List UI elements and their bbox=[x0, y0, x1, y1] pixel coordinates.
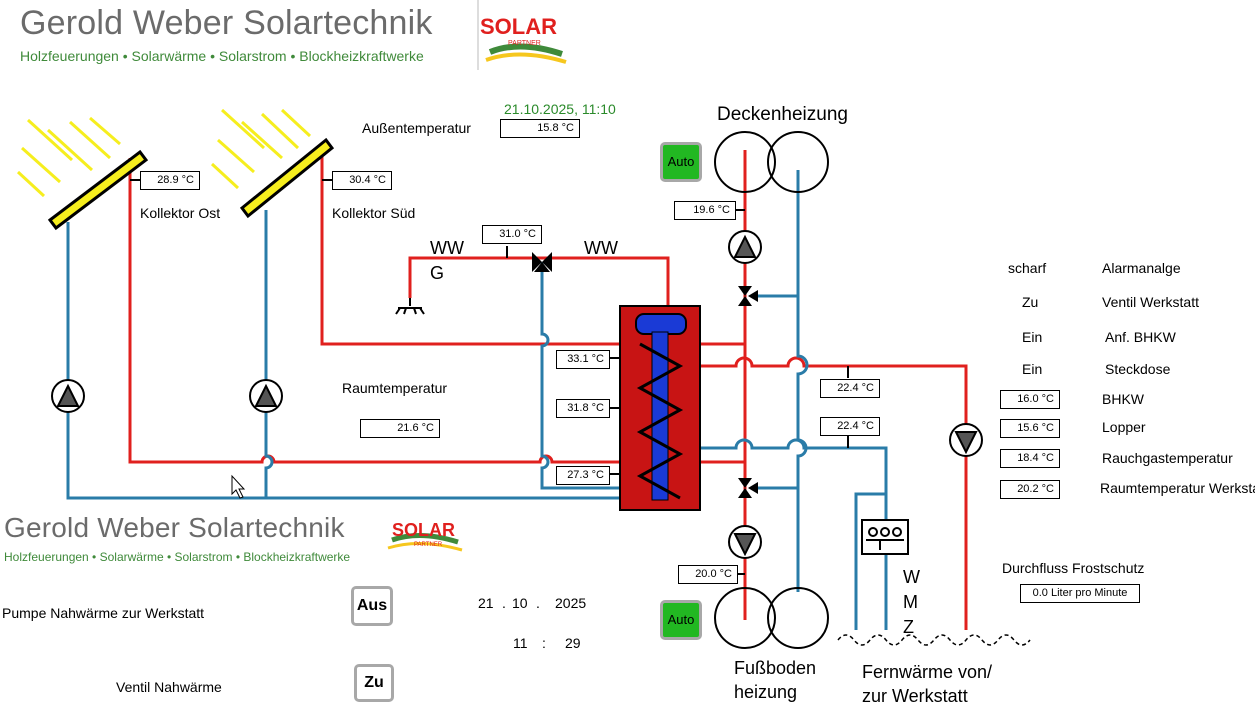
cold-pipe-wmz bbox=[854, 492, 886, 630]
status-state-2: Ein bbox=[1022, 329, 1043, 345]
fernwaerme-label-2: zur Werkstatt bbox=[862, 686, 968, 706]
time-hour: 11 bbox=[513, 635, 528, 651]
fussboden-auto-button[interactable]: Auto bbox=[660, 600, 702, 640]
ww-label: WW bbox=[584, 238, 618, 258]
mixer-valve-icon bbox=[532, 252, 758, 498]
pumpe-label: Pumpe Nahwärme zur Werkstatt bbox=[2, 605, 205, 621]
wmz-z: Z bbox=[903, 617, 914, 637]
wwg-label-g: G bbox=[430, 263, 445, 283]
heat-meter-icon bbox=[861, 519, 909, 555]
hot-pipe-kollektor-sued bbox=[320, 148, 620, 346]
aussentemperatur-label: Außentemperatur bbox=[362, 120, 471, 136]
fussboden-temp: 20.0 °C bbox=[678, 565, 738, 584]
partner-logo-text: PARTNER bbox=[508, 40, 541, 47]
date-year: 2025 bbox=[555, 595, 587, 611]
company-tagline-top: Holzfeuerungen • Solarwärme • Solarstrom… bbox=[20, 48, 424, 64]
durchfluss-value: 0.0 Liter pro Minute bbox=[1020, 584, 1140, 603]
pumpe-toggle-button[interactable]: Aus bbox=[351, 586, 393, 626]
fussboden-label-2: heizung bbox=[734, 682, 798, 702]
deckenheizung-temp: 19.6 °C bbox=[674, 201, 736, 220]
hot-pipe-ww bbox=[408, 256, 670, 306]
fernwaerme-label-1: Fernwärme von/ bbox=[862, 662, 993, 682]
cold-pipe-mixer bbox=[540, 262, 620, 490]
reading-value-2: 18.4 °C bbox=[1000, 449, 1060, 468]
cold-pipe-decken bbox=[796, 170, 809, 592]
fern-temp-2: 22.4 °C bbox=[820, 417, 880, 436]
shower-icon bbox=[395, 298, 425, 315]
kollektor-ost-temp: 28.9 °C bbox=[140, 171, 200, 190]
cold-pipe-kollektor-ost bbox=[66, 222, 620, 500]
partner-logo-text-bottom: PARTNER bbox=[414, 542, 443, 548]
mixer-temp: 31.0 °C bbox=[482, 225, 542, 244]
company-tagline-bottom: Holzfeuerungen • Solarwärme • Solarstrom… bbox=[4, 550, 351, 564]
tank-top-temp: 33.1 °C bbox=[556, 350, 610, 369]
solar-partner-logo-bottom bbox=[387, 532, 463, 552]
kollektor-sued-icon bbox=[239, 137, 335, 219]
date-dot-2: . bbox=[536, 595, 540, 611]
hot-pipe-kollektor-ost bbox=[128, 158, 620, 464]
durchfluss-label: Durchfluss Frostschutz bbox=[1002, 560, 1145, 576]
date-day: 21 bbox=[478, 595, 494, 611]
hot-pipe-tank-right bbox=[700, 356, 968, 426]
time-colon: : bbox=[542, 635, 546, 651]
tank-mid-temp: 31.8 °C bbox=[556, 399, 610, 418]
ground-line bbox=[837, 634, 1031, 646]
date-dot-1: . bbox=[502, 595, 506, 611]
fussboden-label-1: Fußboden bbox=[734, 658, 817, 678]
time-minute: 29 bbox=[565, 635, 581, 651]
deckenheizung-label: Deckenheizung bbox=[717, 104, 848, 125]
reading-label-1: Lopper bbox=[1102, 419, 1146, 435]
deckenheizung-exchanger-icon bbox=[714, 131, 829, 649]
reading-label-3: Raumtemperatur Werkstatt bbox=[1100, 480, 1255, 496]
kollektor-ost-icon bbox=[47, 149, 149, 231]
reading-label-2: Rauchgastemperatur bbox=[1102, 450, 1233, 466]
status-state-3: Ein bbox=[1022, 361, 1043, 377]
wmz-w: W bbox=[903, 567, 920, 587]
pump-icon bbox=[51, 230, 983, 559]
company-name-bottom: Gerold Weber Solartechnik bbox=[4, 512, 345, 543]
status-label-3: Steckdose bbox=[1105, 361, 1171, 377]
cold-pipe-kollektor-sued bbox=[264, 210, 274, 498]
raumtemperatur-value: 21.6 °C bbox=[360, 419, 440, 438]
status-label-2: Anf. BHKW bbox=[1105, 329, 1176, 345]
solar-logo-text-bottom: SOLAR bbox=[392, 520, 455, 540]
sun-rays-icon bbox=[16, 108, 312, 198]
status-label-0: Alarmanalge bbox=[1102, 260, 1181, 276]
decken-auto-button[interactable]: Auto bbox=[660, 142, 702, 182]
ventil-toggle-button[interactable]: Zu bbox=[354, 664, 394, 702]
ventil-label: Ventil Nahwärme bbox=[116, 679, 222, 695]
reading-value-0: 16.0 °C bbox=[1000, 390, 1060, 409]
kollektor-sued-temp: 30.4 °C bbox=[332, 171, 392, 190]
reading-value-1: 15.6 °C bbox=[1000, 419, 1060, 438]
raumtemperatur-label: Raumtemperatur bbox=[342, 380, 448, 396]
wmz-m: M bbox=[903, 592, 918, 612]
cold-pipe-tank-mid bbox=[700, 438, 888, 630]
mouse-cursor-icon bbox=[231, 474, 246, 499]
status-state-0: scharf bbox=[1008, 260, 1047, 276]
status-state-1: Zu bbox=[1022, 294, 1039, 310]
aussentemperatur-value: 15.8 °C bbox=[500, 119, 580, 138]
reading-label-0: BHKW bbox=[1102, 391, 1144, 407]
fern-temp-1: 22.4 °C bbox=[820, 379, 880, 398]
reading-value-3: 20.2 °C bbox=[1000, 480, 1060, 499]
wwg-label-ww: WW bbox=[430, 238, 464, 258]
kollektor-ost-label: Kollektor Ost bbox=[140, 205, 221, 221]
company-name-top: Gerold Weber Solartechnik bbox=[20, 4, 433, 42]
kollektor-sued-label: Kollektor Süd bbox=[332, 205, 416, 221]
status-label-1: Ventil Werkstatt bbox=[1102, 294, 1200, 310]
storage-tank-icon bbox=[619, 305, 701, 511]
solar-logo-text: SOLAR bbox=[480, 14, 557, 39]
datetime-display: 21.10.2025, 11:10 bbox=[504, 101, 616, 117]
tank-bottom-temp: 27.3 °C bbox=[556, 466, 610, 485]
date-month: 10 bbox=[512, 595, 528, 611]
solar-partner-logo-top bbox=[477, 0, 567, 70]
